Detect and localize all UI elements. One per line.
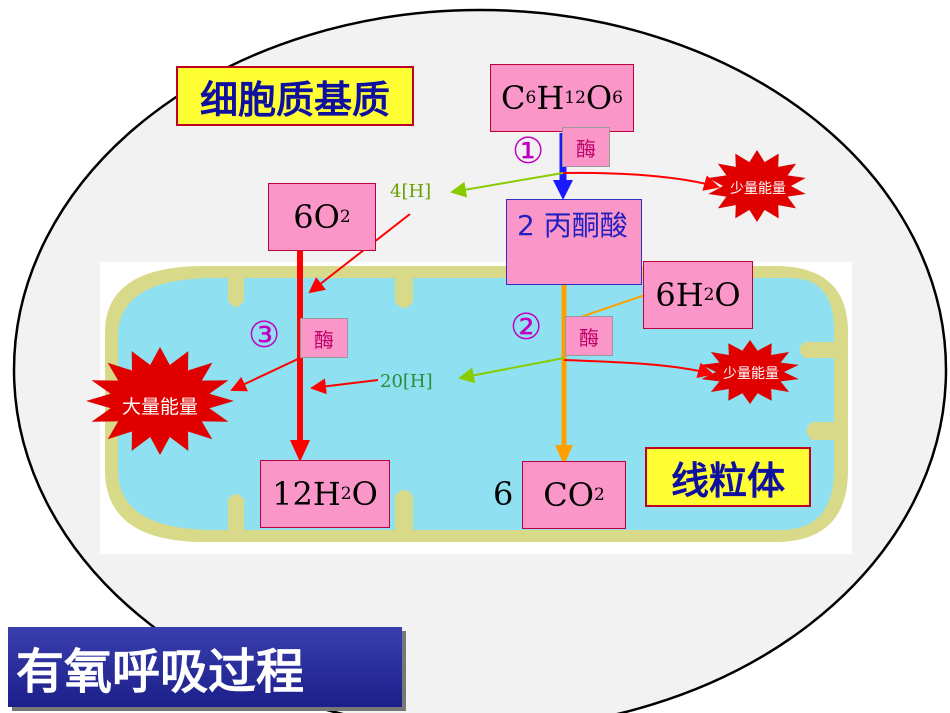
starburst-icon-3 [86, 347, 234, 455]
water-input-line [571, 294, 646, 321]
energy-label-small-2: 少量能量 [723, 366, 779, 382]
enzyme-tag-stage2: 酶 [565, 316, 613, 356]
stage1-arrow-icon [553, 180, 573, 200]
pyruvate-box: 2 丙酮酸 [506, 199, 642, 285]
h-arrow-stage1 [450, 172, 564, 198]
enzyme-tag-stage1: 酶 [562, 127, 610, 167]
hydrogen-label-stage1: 4[H] [390, 181, 432, 202]
enzyme-tag-stage3: 酶 [300, 318, 348, 358]
energy-arrow-3 [230, 357, 301, 392]
hydrogen-label-stage2: 20[H] [380, 371, 433, 392]
co2-coefficient: 6 [493, 475, 514, 513]
starburst-icon-2 [701, 340, 799, 404]
cytoplasm-label: 细胞质基质 [176, 66, 414, 126]
page-title: 有氧呼吸过程 [8, 627, 402, 707]
h-arrow-stage2 [458, 357, 565, 384]
h-arrow-to-stage3 [310, 378, 379, 395]
energy-arrow-1 [562, 171, 720, 191]
h-arrow-to-o2 [308, 213, 411, 294]
stage-number-2: ② [510, 307, 543, 348]
pyruvate-label: 2 丙酮酸 [517, 209, 628, 242]
stage2-arrow-icon [555, 445, 573, 465]
energy-label-small-1: 少量能量 [730, 181, 786, 197]
stage3-arrow-icon [290, 440, 310, 462]
energy-label-large: 大量能量 [121, 396, 198, 418]
mitochondrion-label: 线粒体 [645, 447, 811, 507]
stage-number-1: ① [512, 131, 545, 172]
stage-number-3: ③ [248, 315, 281, 356]
starburst-icon-1 [708, 150, 806, 222]
energy-arrow-2 [563, 359, 714, 379]
